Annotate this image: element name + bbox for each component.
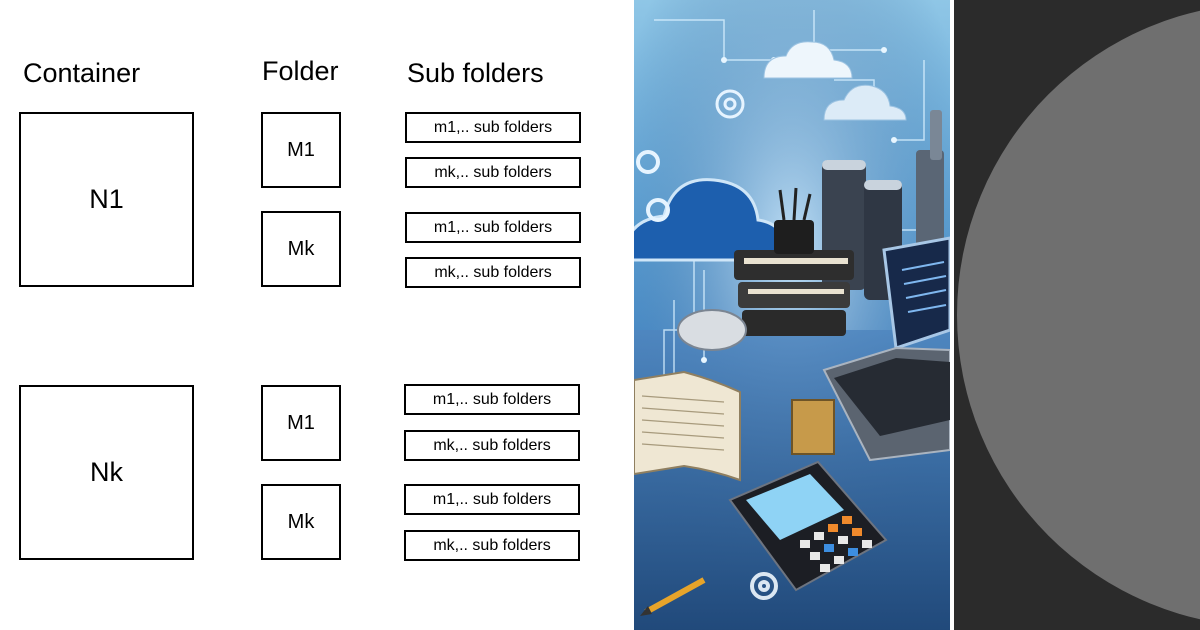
subfolder-box: m1,.. sub folders [405,112,581,143]
decorative-circle [957,10,1200,620]
cloud-icon [823,84,907,121]
subfolder-box: mk,.. sub folders [405,257,581,288]
gear-icon [636,150,670,222]
calculator-icon [728,460,888,592]
folder-box: M1 [261,112,341,188]
gear-icon [715,89,745,119]
container-box: N1 [19,112,194,287]
tech-illustration [634,0,950,630]
subfolder-box: mk,.. sub folders [405,157,581,188]
pencil-icon [640,577,706,616]
cloud-icon [763,41,853,79]
decorative-circle-art [957,10,1200,620]
panel-separator [950,0,954,630]
subfolder-box: mk,.. sub folders [404,530,580,561]
subfolder-box: m1,.. sub folders [404,484,580,515]
folder-box: Mk [261,211,341,287]
gear-icon [750,572,778,600]
open-book-icon [634,370,741,482]
laptop-icon [822,236,950,462]
folder-box: Mk [261,484,341,560]
header-subfolders: Sub folders [407,58,544,88]
header-container: Container [23,58,141,88]
folder-hierarchy-diagram: Container Folder Sub folders N1 M1 Mk m1… [19,56,581,561]
subfolder-box: m1,.. sub folders [404,384,580,415]
books-icon [734,187,854,336]
dark-side-panel [954,0,1200,630]
subfolder-box: m1,.. sub folders [405,212,581,243]
folder-box: M1 [261,385,341,461]
mouse-icon [677,309,747,351]
subfolder-box: mk,.. sub folders [404,430,580,461]
tech-illustration-art [634,0,950,630]
container-box: Nk [19,385,194,560]
header-folder: Folder [262,56,339,86]
